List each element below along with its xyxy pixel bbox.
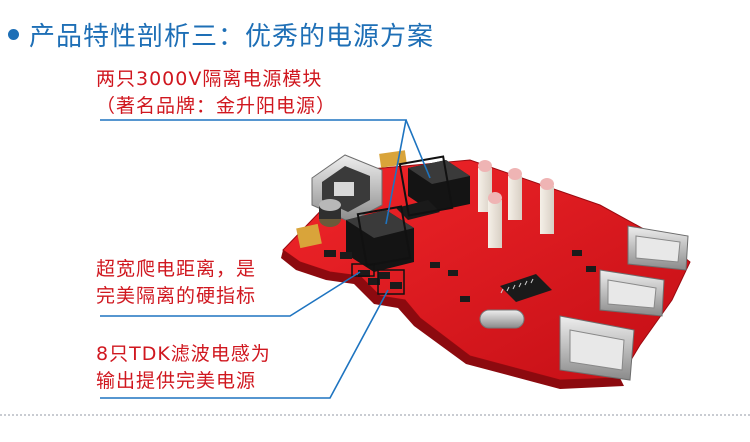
bullet-dot-icon bbox=[8, 28, 19, 40]
callout-isolated-power-line1: 两只3000V隔离电源模块 bbox=[96, 68, 323, 90]
callout-creepage-line1: 超宽爬电距离，是 bbox=[96, 258, 257, 280]
callout-creepage: 超宽爬电距离，是 完美隔离的硬指标 bbox=[96, 256, 256, 310]
capacitor bbox=[319, 199, 341, 227]
callout-isolated-power-line2: （著名品牌：金升阳电源） bbox=[96, 95, 337, 117]
callout-creepage-line2: 完美隔离的硬指标 bbox=[96, 285, 257, 307]
leader-lines bbox=[100, 119, 431, 399]
callout-isolated-power: 两只3000V隔离电源模块 （著名品牌：金升阳电源） bbox=[96, 66, 336, 120]
footer-divider bbox=[0, 414, 750, 416]
isolation-module-right bbox=[408, 160, 470, 212]
isolation-module-left bbox=[346, 210, 414, 272]
callout-tdk-filter-line2: 输出提供完美电源 bbox=[96, 370, 257, 392]
callout-tdk-filter: 8只TDK滤波电感为 输出提供完美电源 bbox=[96, 341, 271, 395]
page-title: 产品特性剖析三：优秀的电源方案 bbox=[29, 21, 435, 52]
usb-a-port-3 bbox=[559, 315, 635, 381]
title-row: 产品特性剖析三：优秀的电源方案 bbox=[8, 16, 434, 52]
usb-a-port-1 bbox=[627, 225, 689, 271]
callout-tdk-filter-line1: 8只TDK滤波电感为 bbox=[96, 343, 271, 365]
crystal bbox=[479, 309, 525, 329]
usb-a-port-2 bbox=[599, 269, 665, 317]
led-group bbox=[478, 160, 554, 248]
